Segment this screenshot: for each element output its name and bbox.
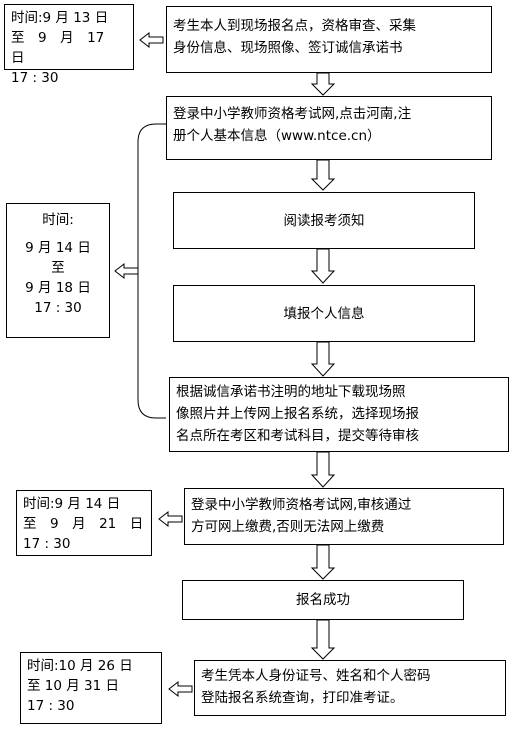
step-pay-online: 登录中小学教师资格考试网,审核通过 方可网上缴费,否则无法网上缴费 [184,488,504,545]
time-box-2-line-4: 9 月 18 日 [25,280,91,296]
left-arrow-3 [158,510,183,528]
step-1-line-1: 考生本人到现场报名点，资格审查、采集 [173,18,416,34]
time-box-2-line-2: 9 月 14 日 [25,240,91,256]
step-8-line-1: 考生凭本人身份证号、姓名和个人密码 [201,668,431,684]
step-6-line-1: 登录中小学教师资格考试网,审核通过 [191,497,412,513]
time-box-2: 时间: 9 月 14 日 至 9 月 18 日 17 : 30 [6,203,110,338]
time-box-4-line-3: 17 : 30 [27,698,75,714]
step-2-line-2: 册个人基本信息（www.ntce.cn） [173,128,381,144]
step-5-line-2: 像照片并上传网上报名系统，选择现场报 [176,406,419,422]
down-arrow-2 [310,159,336,191]
down-arrow-1 [310,72,336,96]
time-box-1-line-1: 时间:9 月 13 日 [11,10,109,26]
down-arrow-6 [310,544,336,580]
time-box-3: 时间:9 月 14 日 至 9 月 21 日 17 : 30 [16,490,152,556]
step-6-line-2: 方可网上缴费,否则无法网上缴费 [191,519,385,535]
down-arrow-3 [310,248,336,284]
time-box-4-line-1: 时间:10 月 26 日 [27,658,133,674]
time-box-1: 时间:9 月 13 日 至 9 月 17 日 17 : 30 [4,4,134,86]
step-1-line-2: 身份信息、现场照像、签订诚信承诺书 [173,40,403,56]
step-upload-photo: 根据诚信承诺书注明的地址下载现场照 像照片并上传网上报名系统，选择现场报 名点所… [169,377,509,452]
step-onsite-registration: 考生本人到现场报名点，资格审查、采集 身份信息、现场照像、签订诚信承诺书 [166,6,492,73]
step-5-line-3: 名点所在考区和考试科目，提交等待审核 [176,428,419,444]
left-arrow-2 [114,262,139,280]
step-5-line-1: 根据诚信承诺书注明的地址下载现场照 [176,384,406,400]
step-3-label: 阅读报考须知 [283,212,365,229]
time-box-4-line-2: 至 10 月 31 日 [27,678,120,694]
time-box-2-line-5: 17 : 30 [34,300,82,316]
step-fill-info: 填报个人信息 [173,285,475,342]
time-box-3-line-1: 时间:9 月 14 日 [23,496,121,512]
time-box-3-line-2: 至 9 月 21 日 [23,516,144,532]
step-4-label: 填报个人信息 [283,305,365,322]
down-arrow-7 [310,619,336,660]
step-2-line-1: 登录中小学教师资格考试网,点击河南,注 [173,106,412,122]
down-arrow-4 [310,341,336,377]
time-box-1-line-2: 至 9 月 17 日 [11,30,118,66]
left-arrow-1 [139,31,164,49]
time-box-2-line-3: 至 [51,260,65,276]
step-8-line-2: 登陆报名系统查询，打印准考证。 [201,690,404,706]
time-box-3-line-3: 17 : 30 [23,536,71,552]
time-box-4: 时间:10 月 26 日 至 10 月 31 日 17 : 30 [20,652,162,724]
bracket-line [137,123,166,419]
step-online-register: 登录中小学教师资格考试网,点击河南,注 册个人基本信息（www.ntce.cn） [166,96,492,160]
step-success: 报名成功 [182,580,464,620]
time-box-1-line-3: 17 : 30 [11,70,59,86]
time-box-2-line-1: 时间: [42,212,74,228]
step-7-label: 报名成功 [296,592,350,608]
down-arrow-5 [310,451,336,488]
step-read-notice: 阅读报考须知 [173,192,475,249]
left-arrow-4 [168,680,193,698]
step-print-ticket: 考生凭本人身份证号、姓名和个人密码 登陆报名系统查询，打印准考证。 [194,660,506,716]
